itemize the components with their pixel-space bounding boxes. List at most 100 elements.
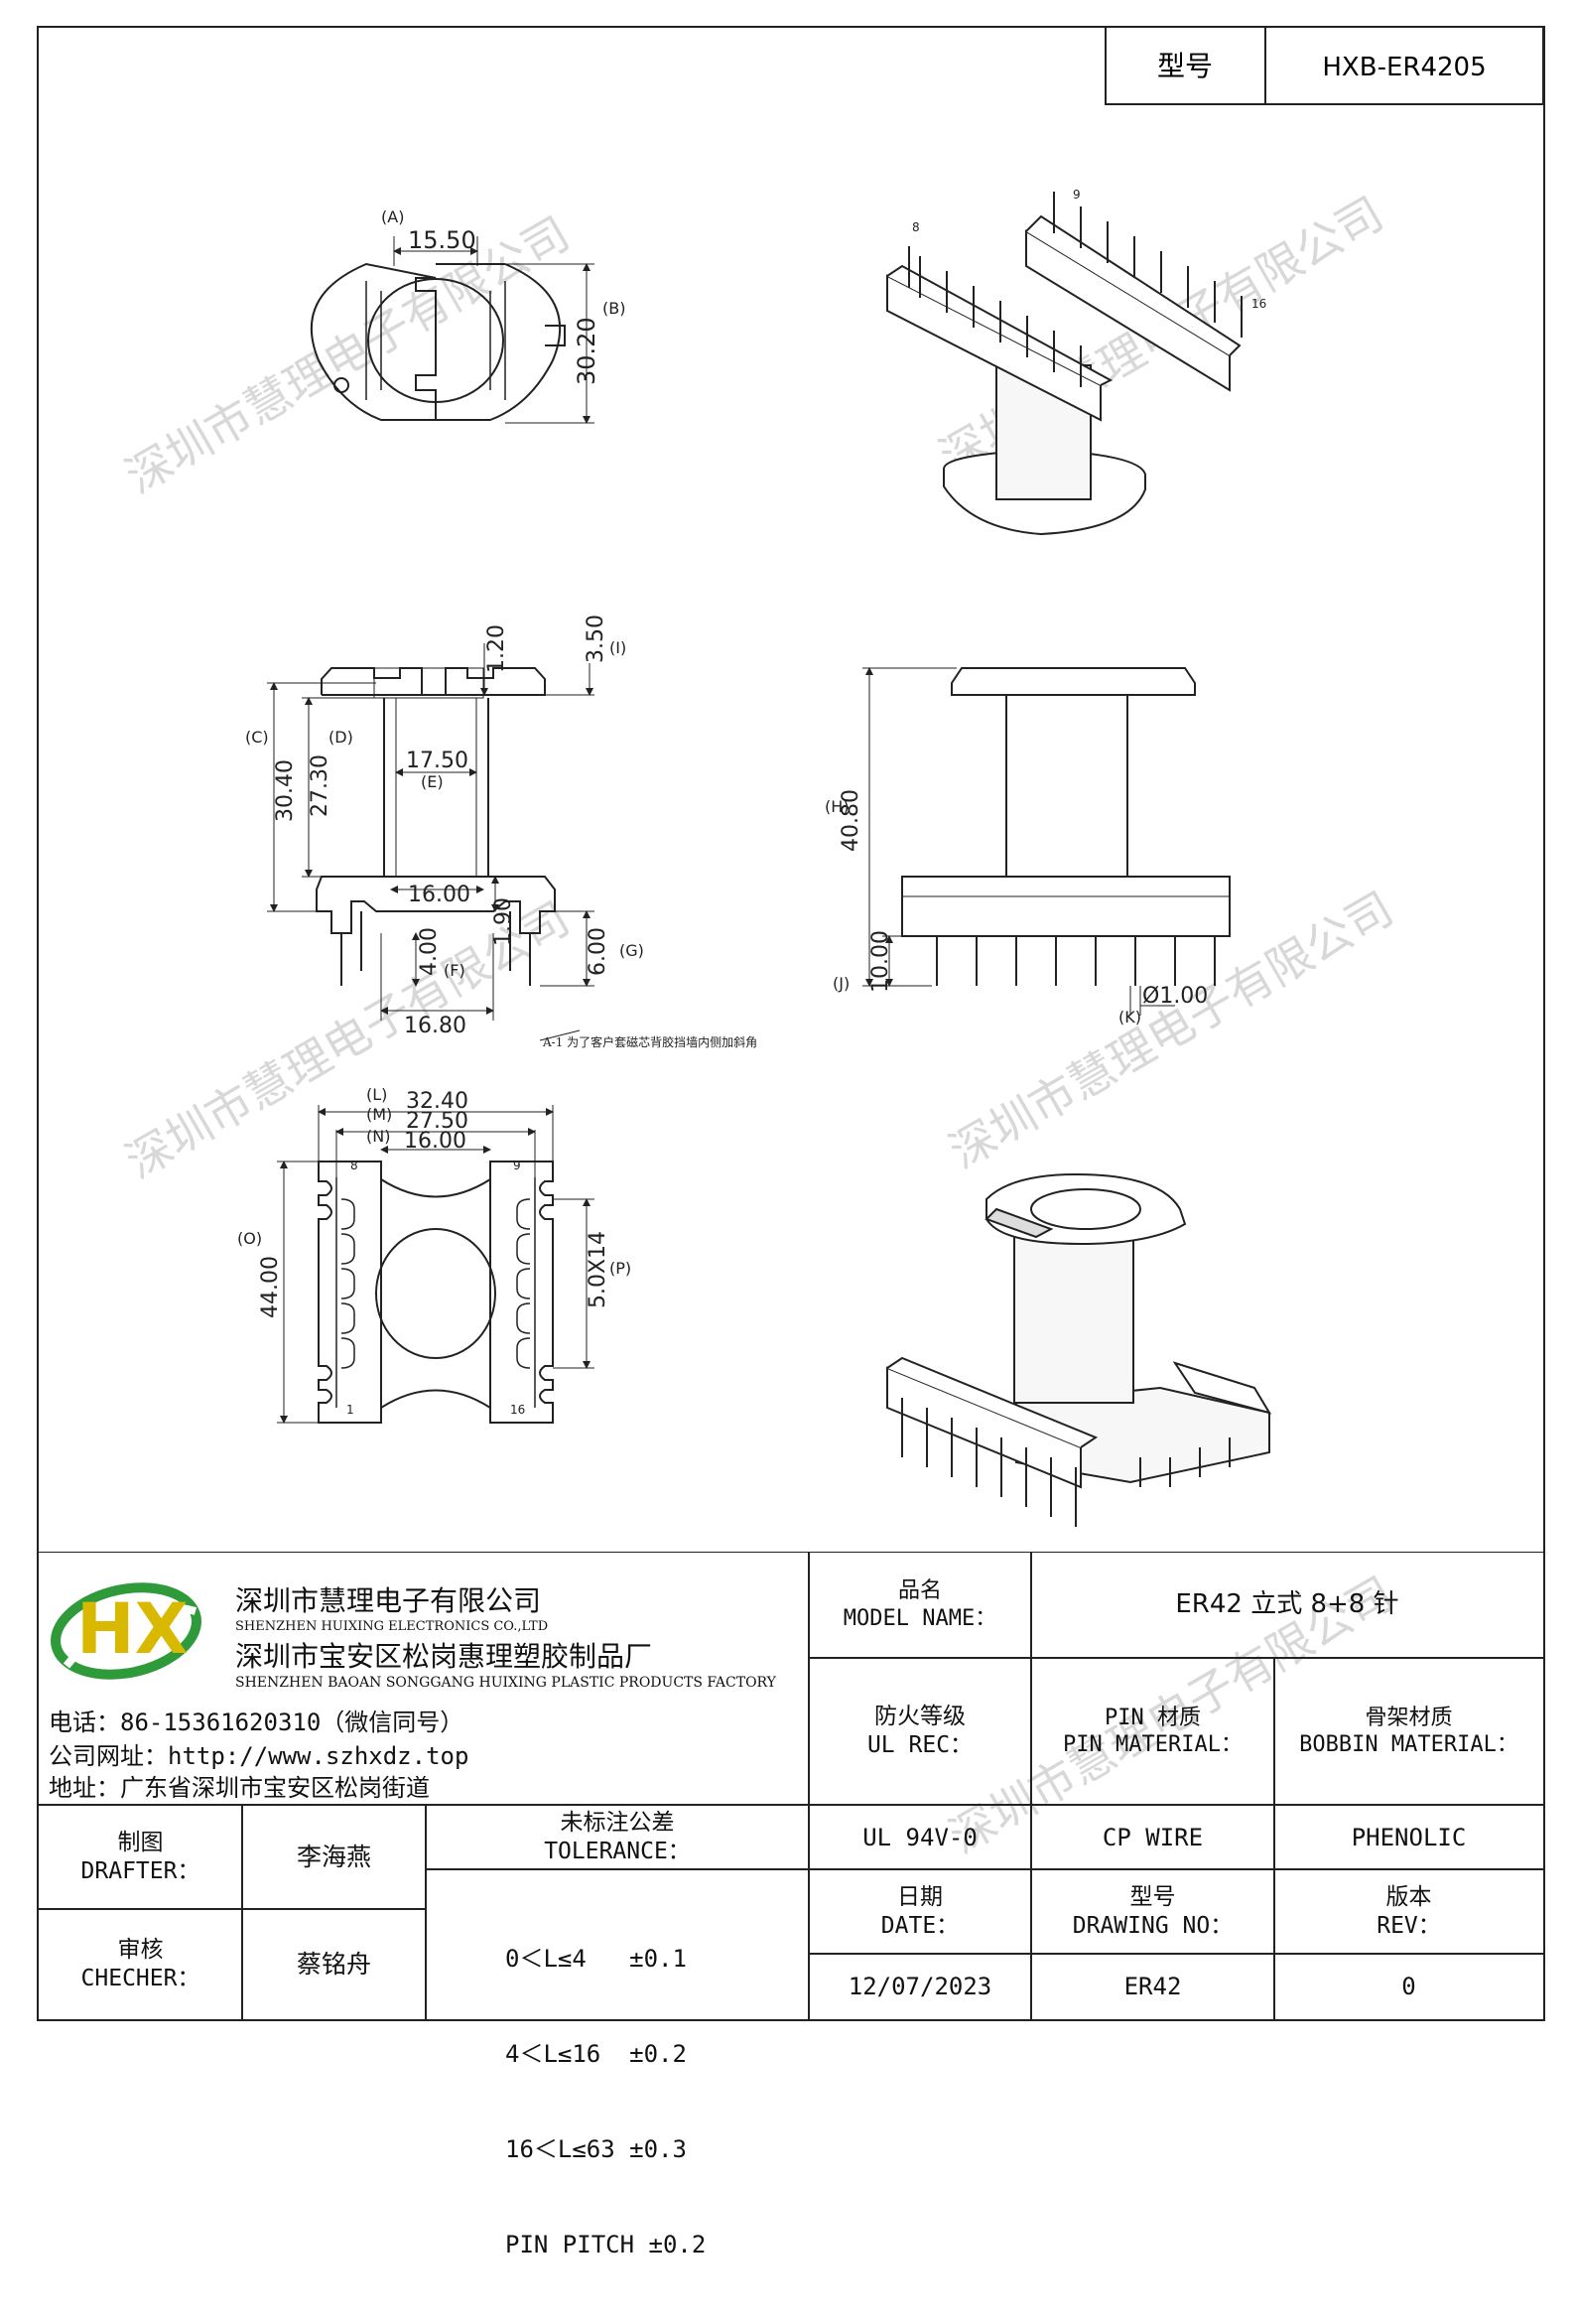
iso-view-bottom <box>886 1172 1272 1527</box>
dim-g-value: 6.00 <box>586 927 610 976</box>
header-box: 型号 HXB-ER4205 <box>1105 28 1543 105</box>
tolerance-label: 未标注公差 TOLERANCE： <box>426 1805 809 1869</box>
dim-g-label: (G) <box>619 941 644 960</box>
dim-l-label: (L) <box>366 1085 387 1104</box>
tolerance-cn: 未标注公差 <box>560 1809 675 1836</box>
bobbin-material-value: PHENOLIC <box>1351 1823 1467 1851</box>
dim-d-label: (D) <box>328 728 353 747</box>
iso-pin-8-label: 8 <box>912 220 920 234</box>
date-label: 日期 DATE： <box>809 1869 1031 1954</box>
factory-name-cn: 深圳市宝安区松岗惠理塑胶制品厂 <box>235 1640 653 1673</box>
dim-e-value: 17.50 <box>406 749 468 773</box>
dim-gap-value: 1.90 <box>491 897 516 946</box>
dim-f-label: (F) <box>444 961 465 980</box>
checker-value: 蔡铭舟 <box>296 1949 371 1979</box>
pin-material-value: CP WIRE <box>1102 1823 1204 1851</box>
title-block-grid <box>39 1552 1543 2019</box>
front-view <box>267 643 594 1041</box>
side-view <box>862 667 1231 1016</box>
drawing-no-label: 型号 DRAWING NO： <box>1031 1869 1274 1954</box>
dim-top-value: 1.20 <box>484 624 509 673</box>
drawing-sheet: 型号 HXB-ER4205 深圳市慧理电子有限公司 深圳市慧理电子有限公司 深圳… <box>37 26 1545 2258</box>
drawing-no-cn: 型号 <box>1129 1883 1176 1910</box>
bobbin-material-en: BOBBIN MATERIAL： <box>1299 1732 1518 1757</box>
fire-rating-en: UL REC： <box>866 1732 974 1758</box>
dim-k-value: Ø1.00 <box>1142 984 1208 1009</box>
dim-i-label: (I) <box>609 638 626 657</box>
bottom-view <box>277 1105 594 1424</box>
dim-n-label: (N) <box>366 1127 390 1146</box>
dim-j-label: (J) <box>833 974 850 993</box>
dim-a-value: 15.50 <box>408 226 476 254</box>
date-cn: 日期 <box>897 1883 943 1910</box>
header-model-value: HXB-ER4205 <box>1322 53 1486 82</box>
checker-cn: 审核 <box>117 1936 164 1963</box>
dim-i-value: 3.50 <box>584 615 608 663</box>
pin-1-label: 1 <box>346 1403 354 1417</box>
rev-label: 版本 REV： <box>1274 1869 1543 1954</box>
company-address: 地址：广东省深圳市宝安区松岗街道 <box>49 1774 430 1802</box>
pin-material-cn: PIN 材质 <box>1105 1705 1201 1730</box>
model-name-cn: 品名 <box>897 1578 942 1603</box>
dim-e-label: (E) <box>421 772 444 791</box>
dim-h-label: (H) <box>825 797 850 816</box>
dim-k-label: (K) <box>1118 1008 1141 1026</box>
tolerance-row: 4＜L≤16 ±0.2 <box>505 2040 687 2068</box>
model-name-value: ER42 立式 8+8 针 <box>1175 1589 1399 1620</box>
dim-a-label: (A) <box>381 207 404 226</box>
pin-material-label: PIN 材质 PIN MATERIAL： <box>1031 1658 1274 1805</box>
pin-material-en: PIN MATERIAL： <box>1063 1732 1243 1757</box>
dim-o-value: 44.00 <box>258 1256 283 1318</box>
rev-value: 0 <box>1401 1973 1416 2000</box>
top-view <box>310 236 594 424</box>
dim-bottom-value: 16.80 <box>404 1014 466 1038</box>
iso-pin-9-label: 9 <box>1073 188 1081 202</box>
drafter-cn: 制图 <box>117 1829 164 1855</box>
dim-c-value: 30.40 <box>273 759 298 822</box>
front-view-labels: 3.50 (I) 1.20 (C) 30.40 (D) 27.30 17.50 … <box>245 615 757 1049</box>
company-phone: 电话：86-15361620310（微信同号） <box>49 1709 464 1736</box>
tolerance-en: TOLERANCE： <box>544 1838 691 1864</box>
dim-b-value: 30.20 <box>573 317 600 385</box>
dim-l-value: 32.40 <box>406 1089 468 1114</box>
bobbin-material-cn: 骨架材质 <box>1365 1705 1453 1730</box>
dim-p-value: 5.0X14 <box>586 1231 610 1308</box>
watermark-4: 深圳市慧理电子有限公司 <box>941 882 1402 1179</box>
dim-base-value: 16.00 <box>408 883 470 907</box>
rev-cn: 版本 <box>1385 1883 1432 1910</box>
iso-pin-16-label: 16 <box>1251 297 1266 311</box>
tolerance-row: 0＜L≤4 ±0.1 <box>505 1945 687 1973</box>
technical-drawing: 型号 HXB-ER4205 深圳市慧理电子有限公司 深圳市慧理电子有限公司 深圳… <box>117 28 1543 1864</box>
pin-16-label: 16 <box>510 1403 525 1417</box>
drafter-value: 李海燕 <box>296 1842 371 1871</box>
company-name-cn: 深圳市慧理电子有限公司 <box>235 1584 542 1617</box>
dim-o-label: (O) <box>237 1229 262 1248</box>
model-name-label: 品名 MODEL NAME： <box>809 1552 1031 1658</box>
drawing-no-value: ER42 <box>1123 1973 1182 2000</box>
date-en: DATE： <box>880 1912 960 1939</box>
bottom-view-labels: (L) 32.40 (M) 27.50 (N) 16.00 (O) 44.00 … <box>237 1085 631 1417</box>
bobbin-material-label: 骨架材质 BOBBIN MATERIAL： <box>1274 1658 1543 1805</box>
dim-c-label: (C) <box>245 728 269 747</box>
checker-en: CHECHER： <box>80 1965 200 1991</box>
pin-8-label: 8 <box>350 1159 358 1172</box>
checker-label: 审核 CHECHER： <box>39 1909 242 2019</box>
company-logo: HX <box>47 1572 205 1681</box>
side-view-labels: (H) 40.80 (J) 10.00 Ø1.00 (K) <box>825 789 1208 1026</box>
tolerance-row: 16＜L≤63 ±0.3 <box>505 2135 687 2163</box>
model-name-en: MODEL NAME： <box>843 1605 997 1631</box>
dim-p-label: (P) <box>609 1259 631 1278</box>
logo-letters: HX <box>76 1588 189 1670</box>
dim-d-value: 27.30 <box>308 754 332 817</box>
drafter-en: DRAFTER： <box>80 1857 200 1884</box>
dim-j-value: 10.00 <box>868 930 893 993</box>
dim-f-value: 4.00 <box>417 927 442 976</box>
fire-rating-value: UL 94V-0 <box>862 1823 978 1851</box>
drawing-note: A-1 为了客户套磁芯背胶挡墙内侧加斜角 <box>542 1034 757 1049</box>
company-name-en: SHENZHEN HUIXING ELECTRONICS CO.,LTD <box>235 1619 549 1634</box>
fire-rating-label: 防火等级 UL REC： <box>809 1658 1031 1805</box>
watermark-1: 深圳市慧理电子有限公司 <box>117 206 579 504</box>
iso-view-top-labels: 8 9 16 <box>912 188 1266 311</box>
factory-name-en: SHENZHEN BAOAN SONGGANG HUIXING PLASTIC … <box>235 1675 776 1691</box>
dim-n-value: 16.00 <box>404 1129 466 1154</box>
